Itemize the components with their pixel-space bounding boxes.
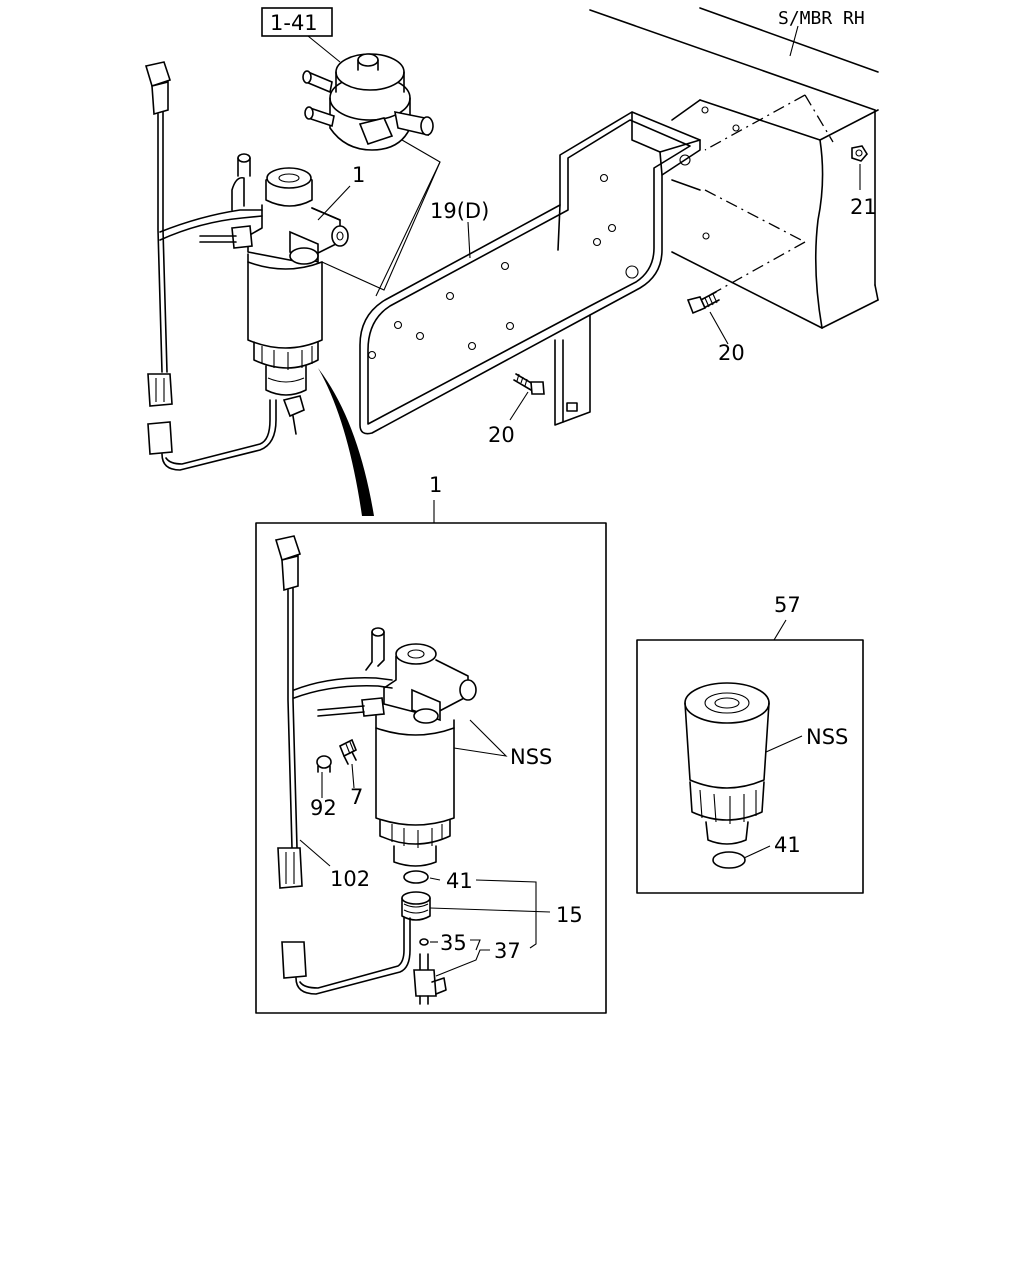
leader-1-41 <box>307 35 341 63</box>
label-part-92: 92 <box>310 796 337 820</box>
label-part-41-detail: 41 <box>446 869 473 893</box>
label-part-20-left: 20 <box>488 423 515 447</box>
pressure-regulator <box>302 53 434 151</box>
label-nss-detail: NSS <box>510 745 552 769</box>
hose-line-b <box>321 161 441 291</box>
detail-box-part-1 <box>255 522 607 1014</box>
label-part-41-57: 41 <box>774 833 801 857</box>
leader-41-57 <box>743 845 771 859</box>
wiring-harness-detail <box>274 535 411 995</box>
ref-box-frame <box>261 7 333 37</box>
fuel-filter-detail <box>293 627 477 1005</box>
label-part-57: 57 <box>774 593 801 617</box>
leader-7 <box>351 763 355 789</box>
fuel-filter-assembly-top <box>159 153 349 435</box>
bolt-20-right <box>686 291 720 315</box>
label-part-7: 7 <box>350 785 363 809</box>
leader-nss-57 <box>765 735 803 753</box>
leader-37 <box>435 939 490 977</box>
leader-57 <box>773 619 787 641</box>
leader-20-left <box>509 391 529 421</box>
leader-20-right <box>709 311 729 345</box>
guide-lines <box>704 94 834 296</box>
ref-box-label: 1-41 <box>270 11 318 35</box>
bracket <box>359 106 740 435</box>
leader-1-top <box>317 185 351 221</box>
bolt-20-left <box>513 373 545 395</box>
leader-15 <box>429 907 551 913</box>
label-part-37: 37 <box>494 939 521 963</box>
label-part-1-detail: 1 <box>429 473 442 497</box>
filter-element-57 <box>684 682 770 869</box>
label-part-20-right: 20 <box>718 341 745 365</box>
label-smbr-rh: S/MBR RH <box>778 8 865 29</box>
detail-box-part-57 <box>636 639 864 894</box>
leader-nss-detail <box>453 719 508 757</box>
label-part-19: 19(D) <box>430 199 489 223</box>
leader-102 <box>299 839 331 867</box>
detail-callout-wedge <box>318 368 374 516</box>
label-part-21: 21 <box>850 195 877 219</box>
label-nss-57: NSS <box>806 725 848 749</box>
leader-41-detail <box>429 877 441 881</box>
side-member-frame <box>589 7 879 329</box>
leader-41-37 <box>475 879 537 949</box>
label-part-15: 15 <box>556 903 583 927</box>
leader-19 <box>467 221 471 259</box>
label-part-1-top: 1 <box>352 163 365 187</box>
leader-smbr <box>789 25 799 57</box>
label-part-102: 102 <box>330 867 370 891</box>
label-part-35: 35 <box>440 931 467 955</box>
nut-21 <box>851 145 868 162</box>
wiring-harness-top <box>144 61 277 471</box>
